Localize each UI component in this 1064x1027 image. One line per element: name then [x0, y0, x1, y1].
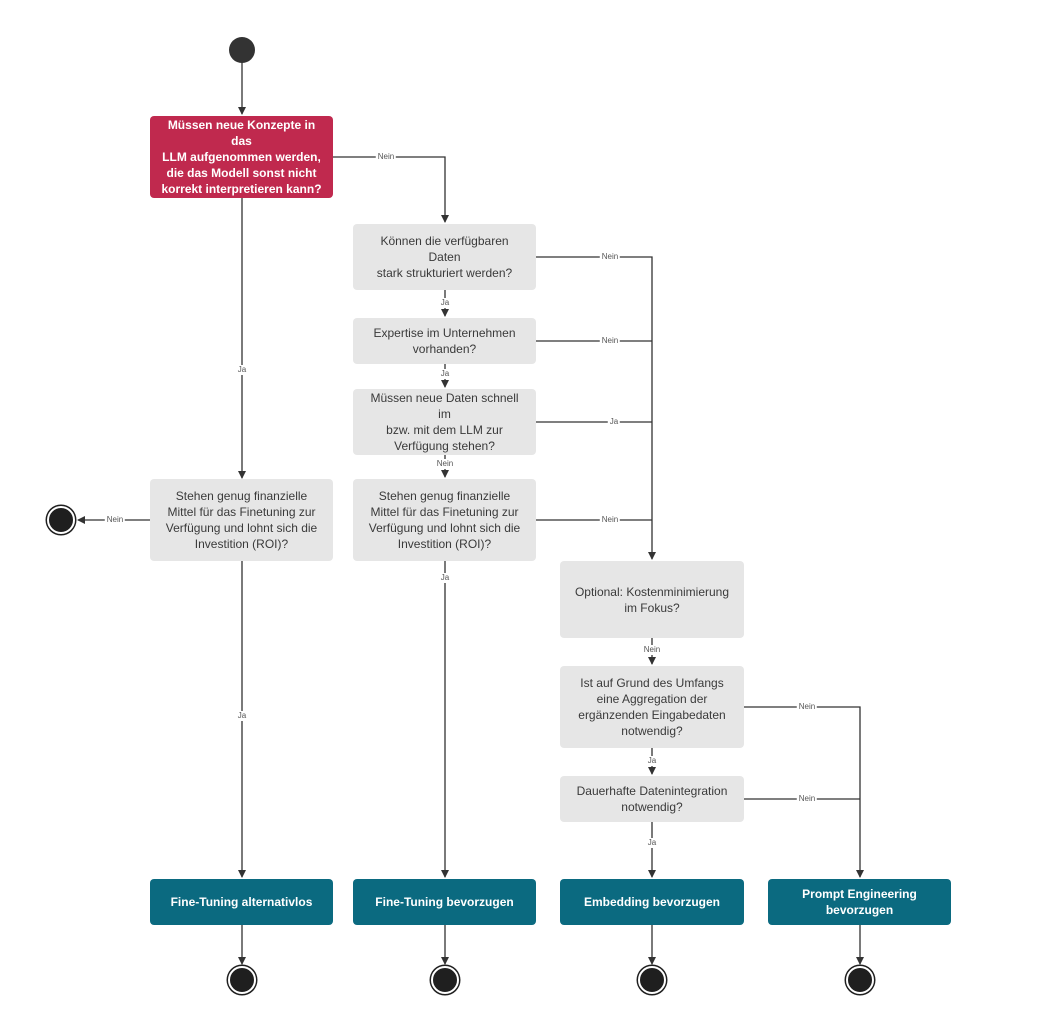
decision-aggregation: Ist auf Grund des Umfangs eine Aggregati… — [560, 666, 744, 748]
result-embedding: Embedding bevorzugen — [560, 879, 744, 925]
edge-aggregation-no — [744, 706, 864, 878]
edge-label-structured-no: Nein — [599, 252, 621, 262]
edge-label-budget-mid-no: Nein — [599, 515, 621, 525]
result-finetuning-preferred: Fine-Tuning bevorzugen — [353, 879, 536, 925]
edge-label-budget-left-no: Nein — [104, 515, 126, 525]
decision-data-structured: Können die verfügbaren Daten stark struk… — [353, 224, 536, 290]
result-finetuning-only: Fine-Tuning alternativlos — [150, 879, 333, 925]
end-node-4 — [846, 966, 874, 994]
decision-cost-minimization: Optional: Kostenminimierung im Fokus? — [560, 561, 744, 638]
decision-fast-data: Müssen neue Daten schnell im bzw. mit de… — [353, 389, 536, 455]
end-node-2 — [431, 966, 459, 994]
end-node-1 — [228, 966, 256, 994]
end-node-budget-no — [47, 506, 75, 534]
edge-structured-no — [536, 256, 656, 560]
edge-label-concepts-no: Nein — [375, 152, 397, 162]
decision-budget-left: Stehen genug finanzielle Mittel für das … — [150, 479, 333, 561]
edge-label-permanent-yes: Ja — [645, 838, 659, 848]
edge-label-budget-left-yes: Ja — [235, 711, 249, 721]
edge-label-permanent-no: Nein — [796, 794, 818, 804]
edge-label-aggregation-yes: Ja — [645, 756, 659, 766]
edge-label-expertise-no: Nein — [599, 336, 621, 346]
result-prompt-engineering: Prompt Engineering bevorzugen — [768, 879, 951, 925]
decision-budget-mid: Stehen genug finanzielle Mittel für das … — [353, 479, 536, 561]
end-node-3 — [638, 966, 666, 994]
start-node — [229, 37, 255, 63]
edge-label-expertise-yes: Ja — [438, 369, 452, 379]
edge-label-budget-mid-yes: Ja — [438, 573, 452, 583]
decision-permanent-integration: Dauerhafte Datenintegration notwendig? — [560, 776, 744, 822]
edge-label-fast-yes: Ja — [607, 417, 621, 427]
decision-new-concepts: Müssen neue Konzepte in das LLM aufgenom… — [150, 116, 333, 198]
edge-concepts-no — [333, 156, 449, 223]
edge-label-cost-no: Nein — [641, 645, 663, 655]
edge-label-structured-yes: Ja — [438, 298, 452, 308]
edge-label-aggregation-no: Nein — [796, 702, 818, 712]
edge-label-fast-no: Nein — [434, 459, 456, 469]
decision-expertise: Expertise im Unternehmen vorhanden? — [353, 318, 536, 364]
edge-label-concepts-yes: Ja — [235, 365, 249, 375]
